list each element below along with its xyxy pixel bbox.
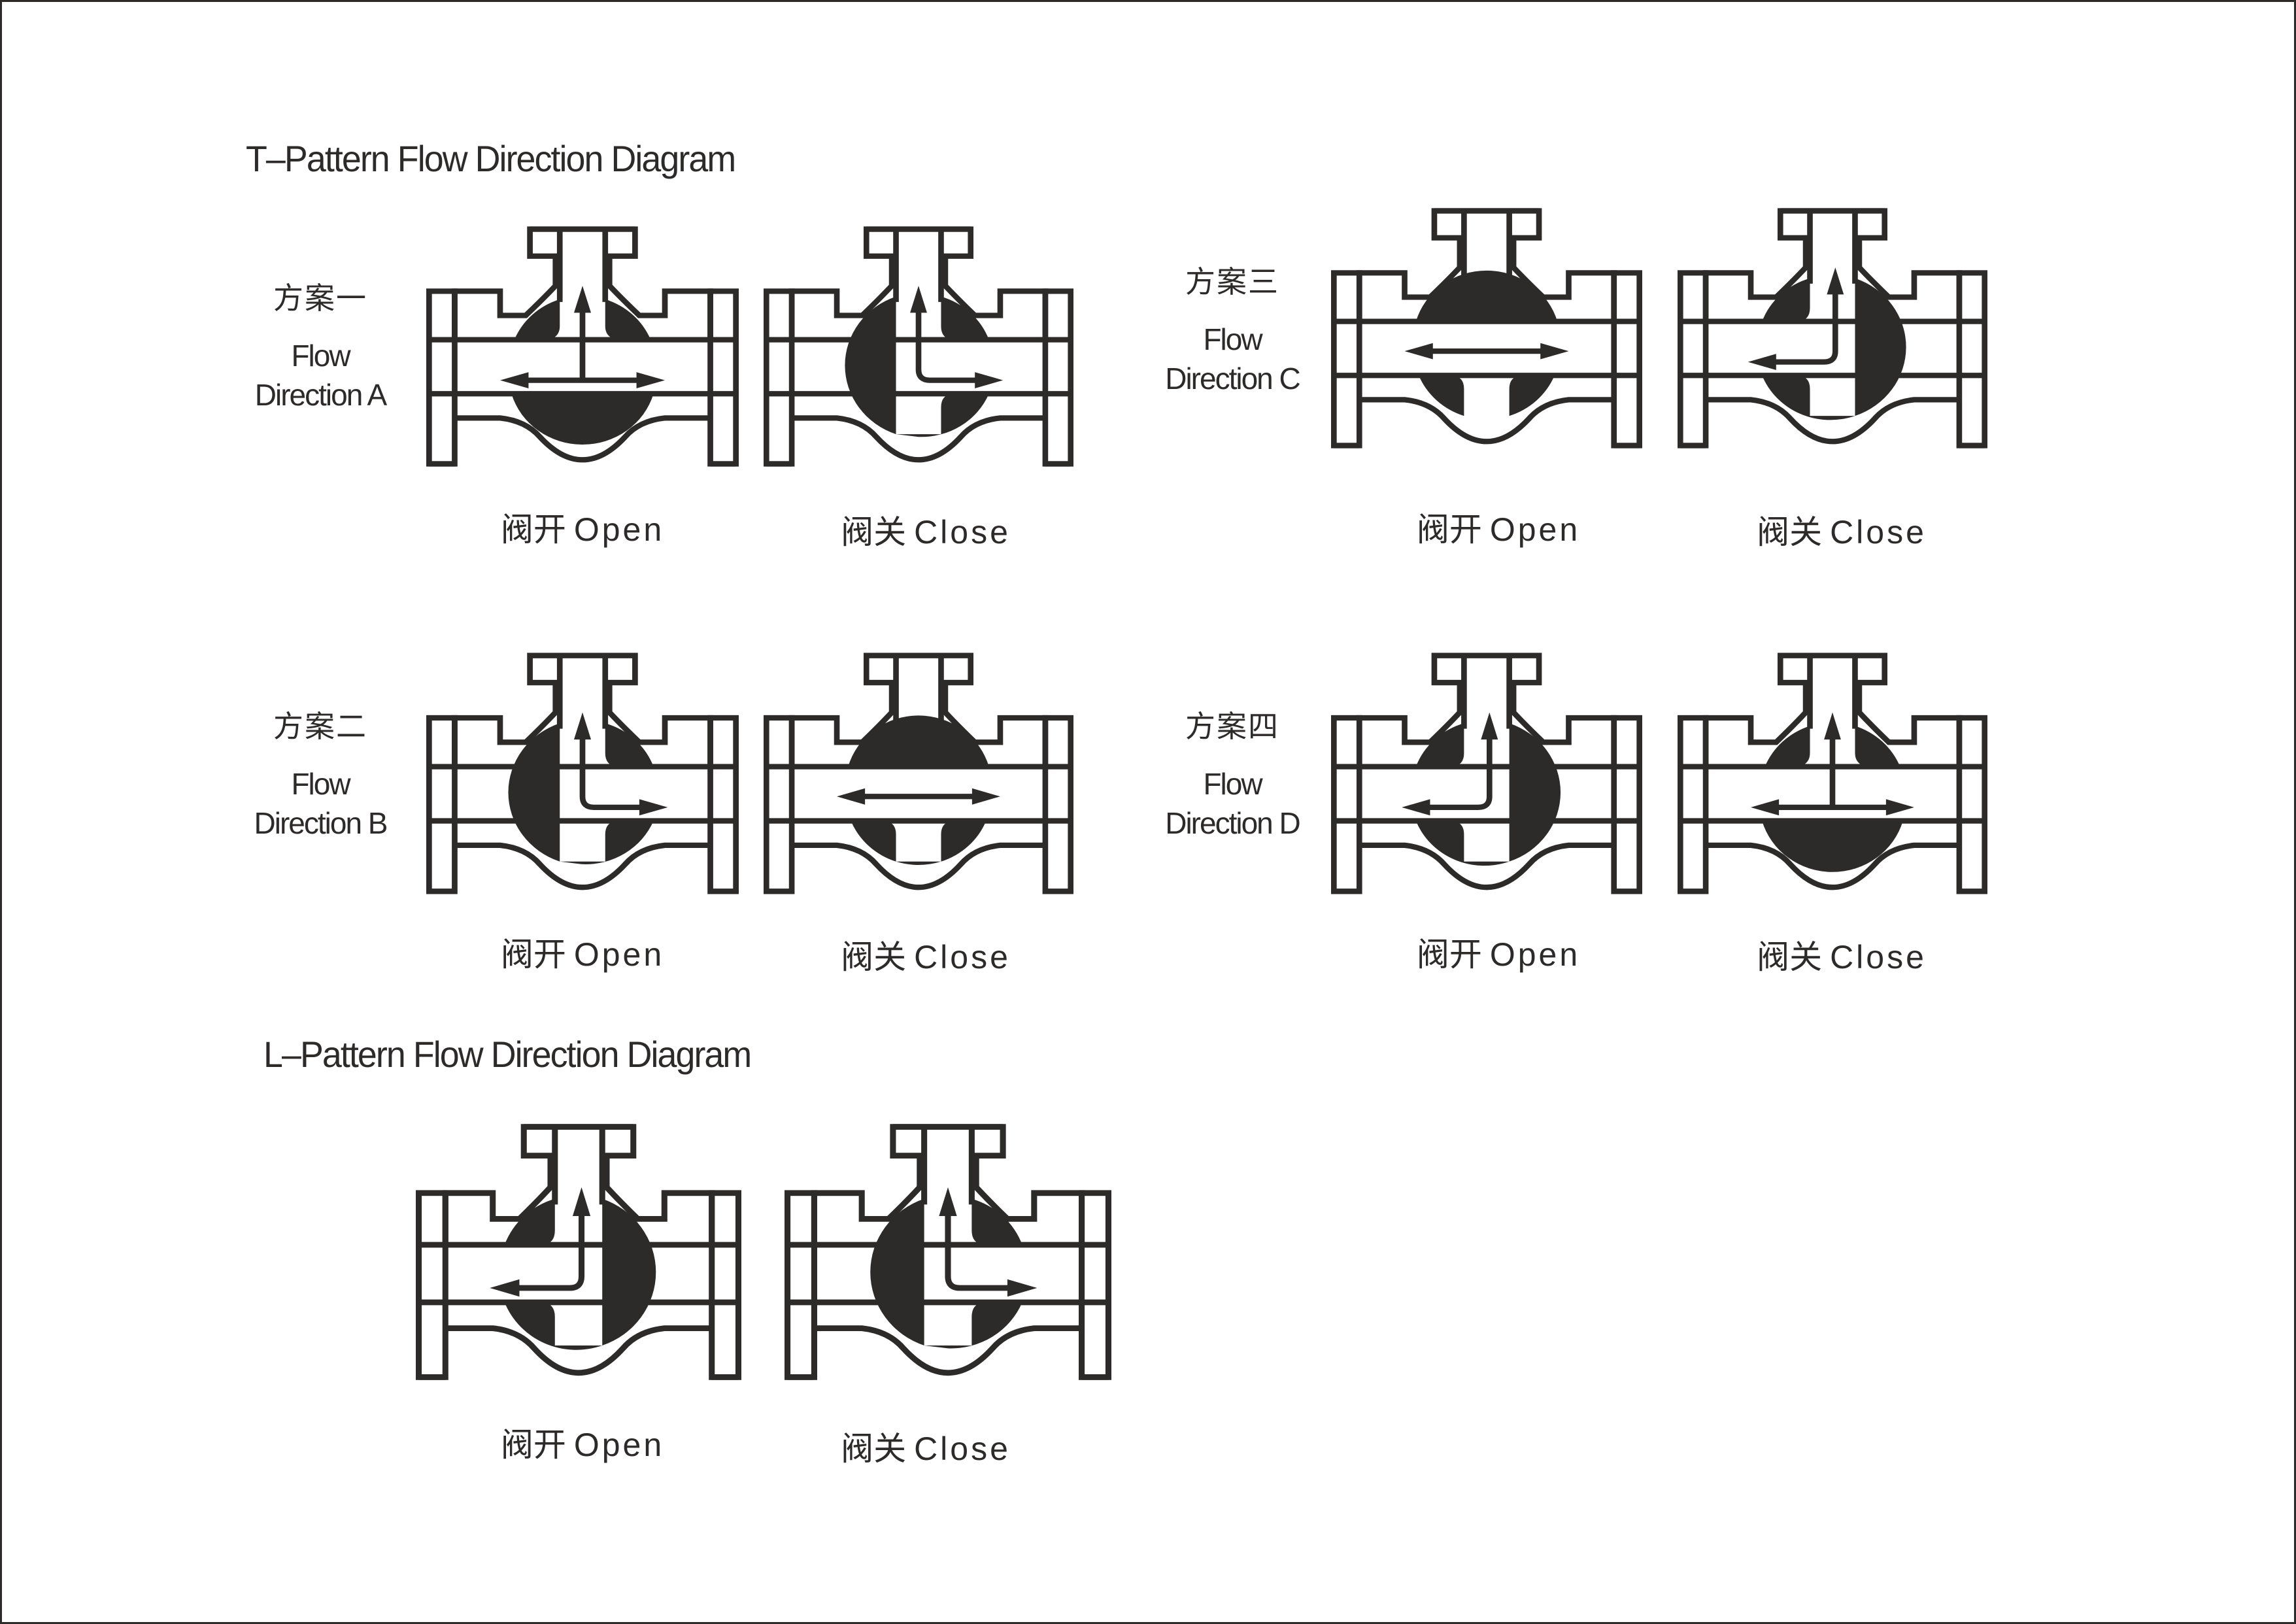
valve-a-close xyxy=(764,218,1073,475)
scheme-a-en-line2: Direction A xyxy=(254,378,387,412)
flow-arrow-icon xyxy=(837,788,1000,805)
flow-arrow-icon xyxy=(1747,267,1844,370)
scheme-b-cn: 方案二 xyxy=(273,709,367,744)
scheme-b-en-line2: Direction B xyxy=(254,806,388,840)
scheme-d-en-line2: Direction D xyxy=(1165,806,1301,840)
scheme-d-label: 方案四 Flow Direction D xyxy=(1134,703,1330,843)
flow-arrow-icon xyxy=(1751,712,1914,816)
flow-arrow-icon xyxy=(573,712,668,816)
flow-arrow-icon xyxy=(910,286,1004,388)
valve-a-open xyxy=(426,218,739,475)
scheme-c-label: 方案三 Flow Direction C xyxy=(1134,258,1330,398)
flow-arrow-icon xyxy=(499,286,666,388)
valve-l-open xyxy=(416,1115,741,1389)
scheme-d-cn: 方案四 xyxy=(1185,709,1279,744)
flow-arrow-icon xyxy=(490,1187,591,1297)
flow-arrow-icon xyxy=(1402,712,1498,816)
valve-c-open xyxy=(1331,200,1642,456)
l-pattern-title: L–Pattern Flow Direction Diagram xyxy=(263,1034,752,1075)
t-pattern-title: T–Pattern Flow Direction Diagram xyxy=(246,138,736,179)
valve-b-close xyxy=(764,645,1073,902)
valve-d-close xyxy=(1678,645,1987,902)
flow-arrow-icon xyxy=(939,1187,1038,1297)
scheme-b-label: 方案二 Flow Direction B xyxy=(222,703,418,843)
scheme-a-cn: 方案一 xyxy=(273,280,367,316)
valve-c-close xyxy=(1678,200,1987,456)
scheme-a-label: 方案一 Flow Direction A xyxy=(222,275,418,414)
valve-l-close xyxy=(785,1115,1111,1389)
scheme-d-en-line1: Flow xyxy=(1203,767,1262,801)
flow-arrow-icon xyxy=(1404,343,1569,360)
scheme-a-en-line1: Flow xyxy=(291,339,350,373)
valve-b-open xyxy=(426,645,739,902)
scheme-c-cn: 方案三 xyxy=(1185,264,1279,299)
valve-d-open xyxy=(1331,645,1642,902)
scheme-b-en-line1: Flow xyxy=(291,767,350,801)
scheme-c-en-line1: Flow xyxy=(1203,322,1262,356)
scheme-c-en-line2: Direction C xyxy=(1165,362,1301,396)
